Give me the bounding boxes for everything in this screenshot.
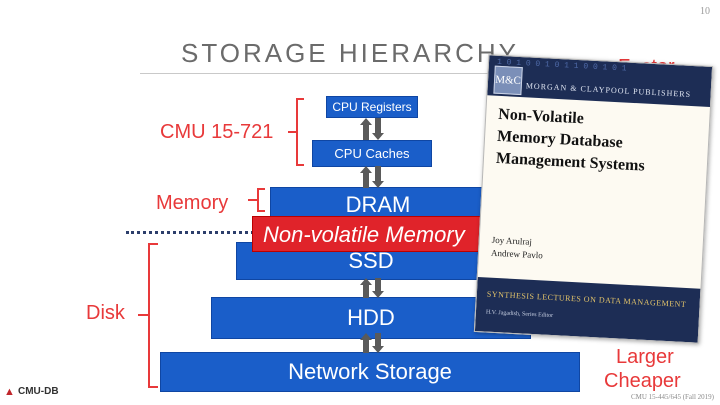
double-arrow-icon: [358, 278, 392, 298]
cheaper-label: Cheaper: [604, 370, 681, 392]
slide-number: 10: [700, 6, 710, 17]
cmu-db-logo-text: CMU-DB: [18, 386, 59, 397]
cmu-db-logo-icon: ▲: [4, 386, 15, 398]
book-cover-image: 1 0 1 0 0 1 0 1 1 0 0 1 0 1 M&C MORGAN &…: [473, 54, 714, 344]
level-cpu-caches: CPU Caches: [312, 140, 432, 167]
book-series: SYNTHESIS LECTURES ON DATA MANAGEMENT: [486, 289, 687, 309]
book-editor: H.V. Jagadish, Series Editor: [485, 309, 554, 320]
cmu-bracket: [296, 98, 304, 166]
memory-bracket: [257, 188, 265, 212]
volatility-divider: [126, 231, 254, 234]
book-authors: Joy Arulraj Andrew Pavlo: [491, 234, 544, 263]
double-arrow-icon: [358, 118, 392, 140]
disk-bracket: [148, 243, 158, 388]
level-cpu-registers: CPU Registers: [326, 96, 418, 118]
nvm-overlay-label: Non-volatile Memory: [252, 216, 490, 252]
book-publisher: MORGAN & CLAYPOOL PUBLISHERS: [525, 81, 692, 99]
book-author: Andrew Pavlo: [490, 247, 543, 261]
larger-label: Larger: [616, 346, 674, 368]
memory-label: Memory: [156, 192, 229, 214]
double-arrow-icon: [358, 333, 392, 353]
title-divider: [140, 73, 580, 74]
disk-bracket-tick: [138, 314, 149, 316]
cmu-bracket-tick: [288, 131, 297, 133]
memory-bracket-tick: [248, 199, 258, 201]
double-arrow-icon: [358, 166, 392, 188]
book-title: Non-Volatile Memory Database Management …: [495, 104, 698, 180]
slide-title: STORAGE HIERARCHY: [180, 38, 519, 68]
level-network-storage: Network Storage: [160, 352, 580, 392]
publisher-logo: M&C: [493, 65, 523, 96]
book-footer-band: SYNTHESIS LECTURES ON DATA MANAGEMENT H.…: [474, 277, 701, 343]
footer-course: CMU 15-445/645 (Fall 2019): [630, 393, 714, 401]
disk-label: Disk: [86, 302, 125, 324]
cmu-15-721-label: CMU 15-721: [160, 121, 274, 143]
